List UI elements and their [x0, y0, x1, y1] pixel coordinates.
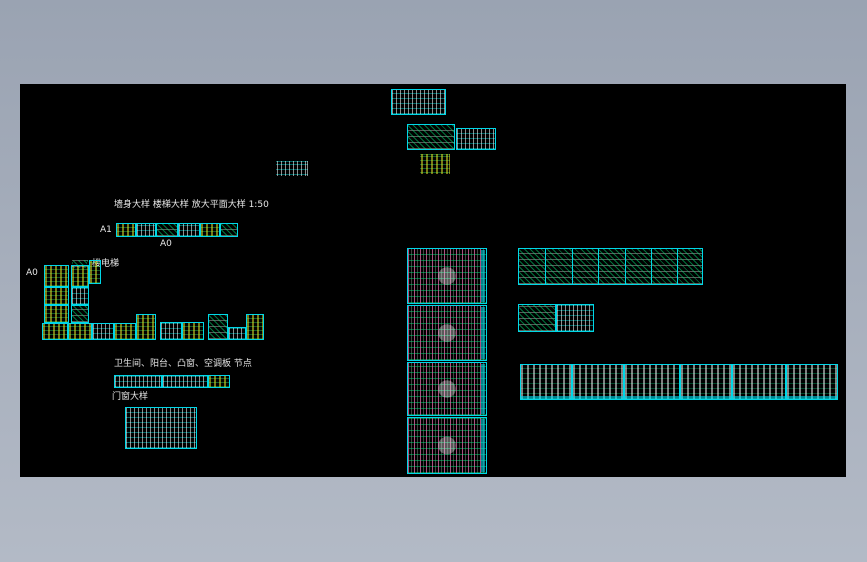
detail-sheet[interactable] — [208, 314, 228, 340]
unit-plan-divider — [677, 249, 679, 284]
elevation-sheet[interactable] — [520, 364, 572, 400]
detail-sheet[interactable] — [182, 322, 204, 340]
cad-drawing-canvas[interactable]: 墙身大样 楼梯大样 放大平面大样 1:50 A1 A0 A0 楼电梯 卫生间、阳… — [20, 84, 846, 477]
small-block[interactable] — [276, 161, 308, 176]
a0-label-left: A0 — [26, 268, 38, 278]
floor-plan-sheet[interactable] — [407, 362, 487, 416]
unit-plan-divider — [571, 249, 573, 284]
doors-windows-label: 门窗大样 — [112, 392, 149, 402]
elevator-label: 楼电梯 — [92, 259, 120, 269]
unit-plan-divider — [545, 249, 547, 284]
enlarged-details-title: 墙身大样 楼梯大样 放大平面大样 1:50 — [114, 200, 269, 210]
floor-plan-sheet[interactable] — [407, 417, 487, 474]
detail-sheet[interactable] — [92, 323, 114, 340]
a0-sheet[interactable] — [44, 305, 69, 323]
a0-sheet[interactable] — [71, 305, 89, 323]
detail-sheet[interactable] — [246, 314, 264, 340]
elevation-sheet[interactable] — [572, 364, 624, 400]
a0-label-top: A0 — [160, 239, 172, 249]
node-sheet[interactable] — [114, 375, 162, 388]
detail-sheet[interactable] — [68, 323, 92, 340]
a0-sheet[interactable] — [71, 287, 89, 305]
a1-sheet[interactable] — [156, 223, 178, 237]
a0-sheet[interactable] — [44, 265, 69, 287]
cover-sheet[interactable] — [391, 89, 446, 115]
detail-sheet[interactable] — [160, 322, 182, 340]
a1-sheet[interactable] — [220, 223, 238, 237]
floor-plan-sheet[interactable] — [407, 305, 487, 361]
node-sheet[interactable] — [162, 375, 208, 388]
nodes-label: 卫生间、阳台、凸窗、空调板 节点 — [114, 359, 252, 369]
section-sheet[interactable] — [518, 304, 556, 332]
a1-sheet[interactable] — [136, 223, 156, 237]
detail-sheet[interactable] — [228, 327, 246, 340]
notes-sheet[interactable] — [456, 128, 496, 150]
node-sheet[interactable] — [208, 375, 230, 388]
a0-sheet[interactable] — [71, 265, 89, 287]
detail-sheet[interactable] — [42, 323, 68, 340]
unit-plan-divider — [624, 249, 626, 284]
unit-plan-sheet[interactable] — [518, 248, 703, 285]
a1-label: A1 — [100, 225, 112, 235]
elevation-sheet[interactable] — [732, 364, 786, 400]
elevation-sheet[interactable] — [786, 364, 838, 400]
stair-sheet[interactable] — [72, 260, 88, 268]
unit-plan-divider — [598, 249, 600, 284]
door-window-sheet[interactable] — [125, 407, 197, 449]
section-sheet[interactable] — [556, 304, 594, 332]
a1-sheet[interactable] — [178, 223, 200, 237]
a1-sheet[interactable] — [200, 223, 220, 237]
index-sheet[interactable] — [407, 124, 455, 150]
stair-sheet[interactable] — [89, 260, 101, 284]
legend-block — [420, 154, 450, 174]
floor-plan-sheet[interactable] — [407, 248, 487, 304]
elevation-sheet[interactable] — [680, 364, 732, 400]
a1-sheet[interactable] — [116, 223, 136, 237]
unit-plan-divider — [651, 249, 652, 284]
a0-sheet[interactable] — [44, 287, 69, 305]
elevation-sheet[interactable] — [624, 364, 680, 400]
detail-sheet[interactable] — [136, 314, 156, 340]
detail-sheet[interactable] — [114, 323, 136, 340]
